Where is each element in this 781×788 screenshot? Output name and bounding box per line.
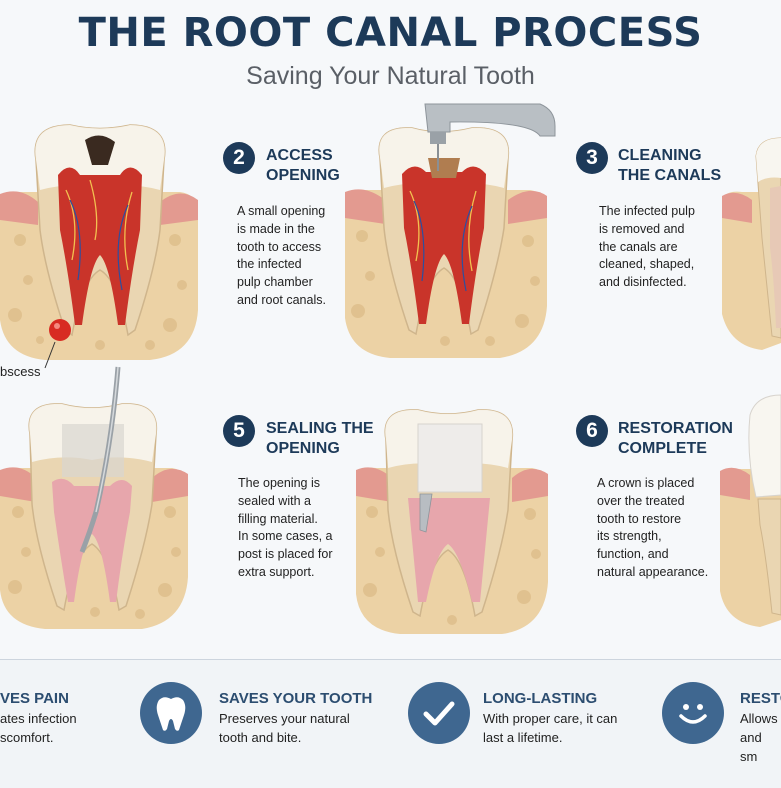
section-divider <box>0 659 781 660</box>
benefit-pain-description: ates infection scomfort. <box>0 711 77 745</box>
step-3-title: CLEANING THE CANALS <box>618 147 722 184</box>
benefit-longevity-description: With proper care, it can last a lifetime… <box>483 711 618 745</box>
step-2-description: A small opening is made in the tooth to … <box>237 204 326 307</box>
benefit-tooth-title: SAVES YOUR TOOTH <box>219 690 373 707</box>
checkmark-icon <box>408 682 470 744</box>
step-5-number: 5 <box>223 415 255 447</box>
tooth-post-illustration <box>356 409 548 634</box>
step-3-number: 3 <box>576 142 608 174</box>
page-subtitle: Saving Your Natural Tooth <box>246 62 535 90</box>
benefit-longevity-title: LONG-LASTING <box>483 690 598 707</box>
benefits-band <box>0 660 781 788</box>
page-title: THE ROOT CANAL PROCESS <box>78 10 703 56</box>
tooth-icon <box>140 682 202 744</box>
step-6-description: A crown is placed over the treated tooth… <box>597 476 709 579</box>
benefit-tooth-description: Preserves your natural tooth and bite. <box>219 711 350 745</box>
smile-icon <box>662 682 724 744</box>
tooth-cleaning-illustration-partial <box>722 137 781 350</box>
step-6-number: 6 <box>576 415 608 447</box>
step-5-title: SEALING THE OPENING <box>266 420 374 457</box>
benefit-restore-description: Allows and sm <box>740 711 778 764</box>
benefit-pain-title: VES PAIN <box>0 690 69 707</box>
step-2-number: 2 <box>223 142 255 174</box>
step-3-description: The infected pulp is removed and the can… <box>599 204 695 290</box>
tooth-access-illustration <box>345 103 556 358</box>
tooth-instrument-illustration <box>0 366 188 629</box>
step-6-title: RESTORATION COMPLETE <box>618 420 733 457</box>
benefit-restore-title: RESTO <box>740 690 781 707</box>
tooth-infected-illustration <box>0 124 198 369</box>
step-2-title: ACCESS OPENING <box>266 147 340 184</box>
abscess-label: bscess <box>0 364 41 379</box>
tooth-crown-illustration-partial <box>720 394 781 627</box>
step-5-description: The opening is sealed with a filling mat… <box>238 476 333 579</box>
